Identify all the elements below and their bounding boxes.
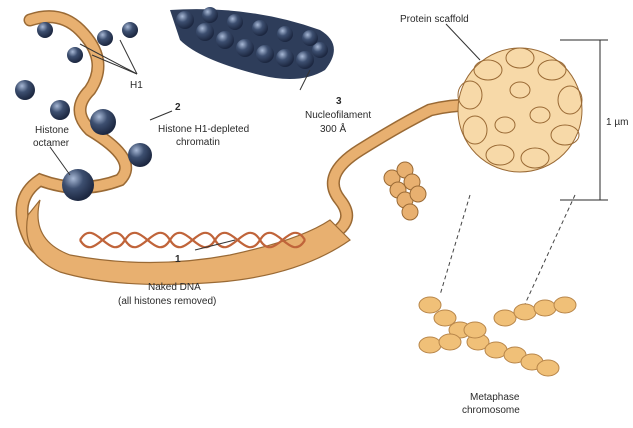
metaphase-label-line1: Metaphase: [470, 392, 520, 403]
step2-label: Histone H1-depleted: [158, 124, 249, 135]
coiled-fiber: [384, 162, 426, 220]
histone-octamer-line1: Histone: [35, 125, 69, 136]
step1-number: 1: [175, 254, 181, 265]
step3-label-line1: Nucleofilament: [305, 110, 371, 121]
scale-label: 1 µm: [606, 117, 628, 128]
metaphase-label-line2: chromosome: [462, 405, 520, 416]
projection-lines: [440, 195, 575, 315]
protein-scaffold-loops: [458, 48, 582, 172]
protein-scaffold-label: Protein scaffold: [400, 14, 469, 25]
step2-number: 2: [175, 102, 181, 113]
histone-octamer-line2: octamer: [33, 138, 70, 149]
step2-label-line2: chromatin: [176, 137, 220, 148]
step1-label-line2: (all histones removed): [118, 296, 216, 307]
nucleofilament-cluster: [170, 7, 334, 79]
step1-label-line1: Naked DNA: [148, 282, 201, 293]
h1-label: H1: [130, 80, 143, 91]
step3-label-line2: 300 Å: [320, 122, 346, 135]
metaphase-chromosome: [419, 297, 576, 376]
step3-number: 3: [336, 96, 342, 107]
